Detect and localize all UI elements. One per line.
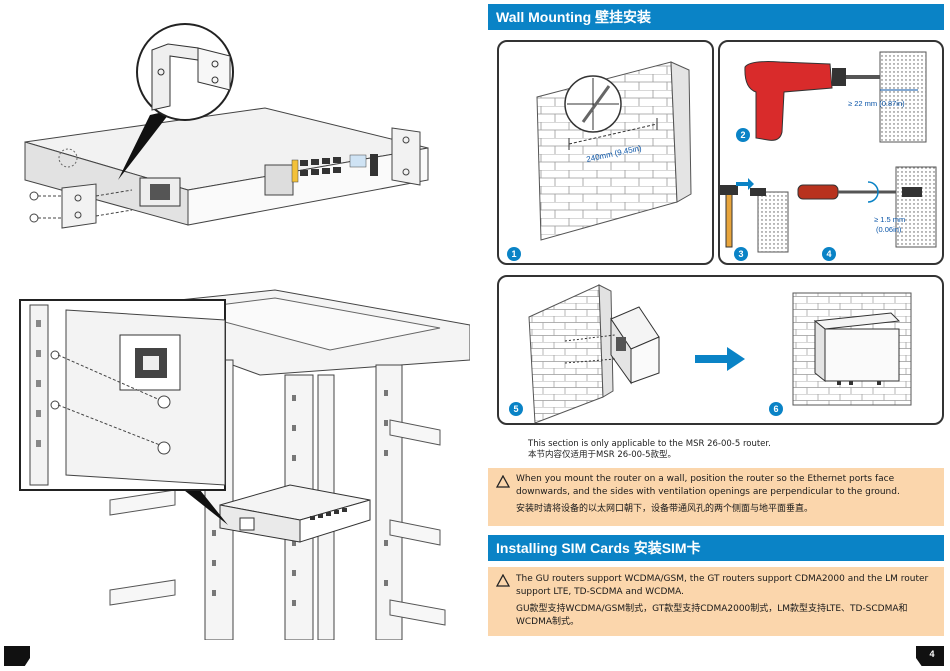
warning-icon (496, 574, 510, 587)
wall-mounting-header: Wall Mounting 壁挂安装 (488, 4, 944, 30)
rack-installation-illustration (19, 289, 470, 640)
step-2-badge: 2 (736, 128, 750, 142)
wall-marking-illustration: 240mm (9.45in) (536, 61, 692, 241)
page-number: 4 (929, 649, 935, 659)
sim-caution-cn: GU款型支持WCDMA/GSM制式，GT款型支持CDMA2000制式，LM款型支… (516, 604, 908, 627)
wall-caution-cn: 安装时请将设备的以太网口朝下，设备带通风孔的两个侧面与地平面垂直。 (516, 504, 814, 514)
hang-router-illustration (528, 284, 912, 423)
sim-caution-box: The GU routers support WCDMA/GSM, the GT… (488, 567, 944, 636)
step-1-panel: 240mm (9.45in) 1 (497, 40, 714, 265)
measure-15-b: (0.06in) (876, 225, 902, 234)
measure-22: ≥ 22 mm (0.87in) (848, 99, 905, 108)
step-2-4-panel: ≥ 22 mm (0.87in) ≥ 1.5 mm (0.06in) 2 3 4 (718, 40, 944, 265)
sim-caution-en: The GU routers support WCDMA/GSM, the GT… (516, 574, 929, 597)
warning-icon (496, 475, 510, 488)
step-5-6-panel: 5 6 (497, 275, 944, 425)
step-3-badge: 3 (734, 247, 748, 261)
step-1-badge: 1 (507, 247, 521, 261)
page-marker-left (4, 646, 30, 666)
step-6-badge: 6 (769, 402, 783, 416)
wall-mounting-title: Wall Mounting 壁挂安装 (496, 9, 652, 25)
step-5-badge: 5 (509, 402, 523, 416)
wall-caution-box: When you mount the router on a wall, pos… (488, 468, 944, 526)
sim-cards-header: Installing SIM Cards 安装SIM卡 (488, 535, 944, 561)
sim-cards-title: Installing SIM Cards 安装SIM卡 (496, 540, 701, 556)
note-en: This section is only applicable to the M… (528, 439, 771, 449)
wall-caution-en: When you mount the router on a wall, pos… (516, 474, 900, 497)
step-4-badge: 4 (822, 247, 836, 261)
note-cn: 本节内容仅适用于MSR 26-00-5款型。 (528, 450, 677, 460)
drilling-illustration: ≥ 22 mm (0.87in) ≥ 1.5 mm (0.06in) (720, 51, 937, 253)
measure-15-a: ≥ 1.5 mm (874, 215, 905, 224)
page-marker-right (916, 646, 944, 666)
router-bracket-illustration (24, 23, 429, 229)
